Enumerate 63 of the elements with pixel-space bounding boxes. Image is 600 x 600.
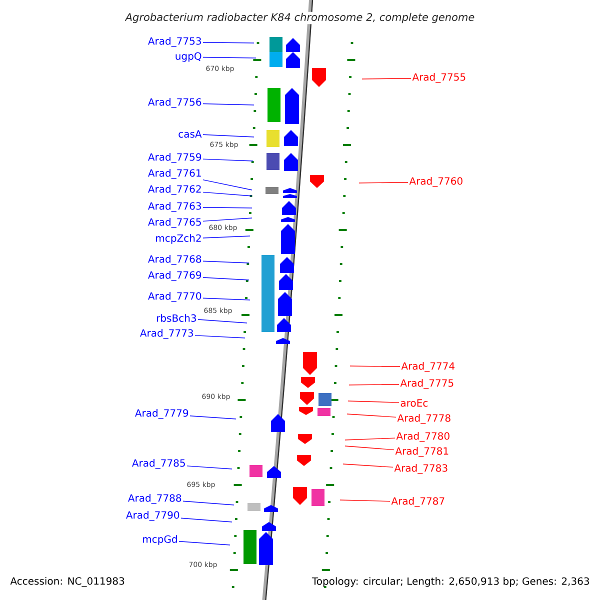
leader-line [202,260,250,264]
leader-line [202,56,256,58]
leader-line [344,446,394,450]
leader-line [190,416,236,420]
gene-label: Arad_7779 [135,409,188,419]
leader-line [346,414,396,418]
gene-label: Arad_7759 [148,153,202,163]
gene-label: ugpQ [176,52,202,62]
gene-label: Arad_7788 [128,494,182,504]
leader-line [340,500,390,502]
gene-label: Arad_7781 [395,447,448,457]
info-text: Accession: NC_011983 [10,577,124,587]
leader-line [358,182,408,184]
leader-line [202,192,252,196]
gene-label: casA [178,130,202,138]
leader-line [348,384,400,386]
info-text: Topology: circular; Length: 2,650,913 bp; Genes: 2,363 [312,577,589,587]
gene-label: Arad_7756 [148,98,202,108]
leader-line [202,298,250,300]
leader-line [362,78,412,80]
leader-line [202,207,252,208]
gene-label: Arad_7769 [148,271,202,281]
leader-line [350,366,400,367]
leader-line [186,466,232,470]
gene-label: aroEc [400,399,428,407]
gene-label: Arad_7774 [401,362,455,372]
gene-label: mcpGd [143,535,177,545]
gene-label: Arad_7775 [400,379,454,389]
leader-line [182,500,234,506]
leader-line [202,236,250,238]
gene-label: Arad_7773 [140,329,193,339]
leader-line [180,518,232,522]
gene-label: Arad_7760 [409,177,462,187]
gene-label: Arad_7787 [391,497,444,507]
leader-line [348,400,400,403]
gene-label: Arad_7790 [126,511,180,521]
leader-line [202,179,252,190]
gene-label: Arad_7753 [148,37,201,47]
gene-label: Arad_7785 [132,459,185,469]
leader-line [342,464,394,468]
title: Agrobacterium radiobacter K84 chromosome 2, complete genome [124,12,476,24]
gene-label: Arad_7762 [148,185,201,195]
gene-label: rbsBch3 [156,314,196,322]
leader-line [202,158,254,162]
gene-label: Arad_7768 [148,255,202,265]
gene-label: mcpZch2 [156,234,201,244]
gene-label: Arad_7783 [394,464,448,474]
leader-line [202,103,254,106]
leader-line [178,541,230,546]
gene-label: Arad_7755 [412,73,466,83]
gene-label: Arad_7763 [148,202,201,212]
leader-line [202,134,254,138]
leader-line [194,335,246,338]
leader-line [202,42,254,44]
gene-label: Arad_7780 [396,432,450,442]
gene-label: Arad_7770 [148,292,202,302]
gene-label: Arad_7778 [397,414,450,424]
leader-line [202,218,252,222]
leader-line [344,438,396,440]
gene-label: Arad_7765 [148,218,201,228]
leader-line [202,277,250,280]
gene-label: Arad_7761 [148,169,201,179]
leader-line [198,319,248,324]
